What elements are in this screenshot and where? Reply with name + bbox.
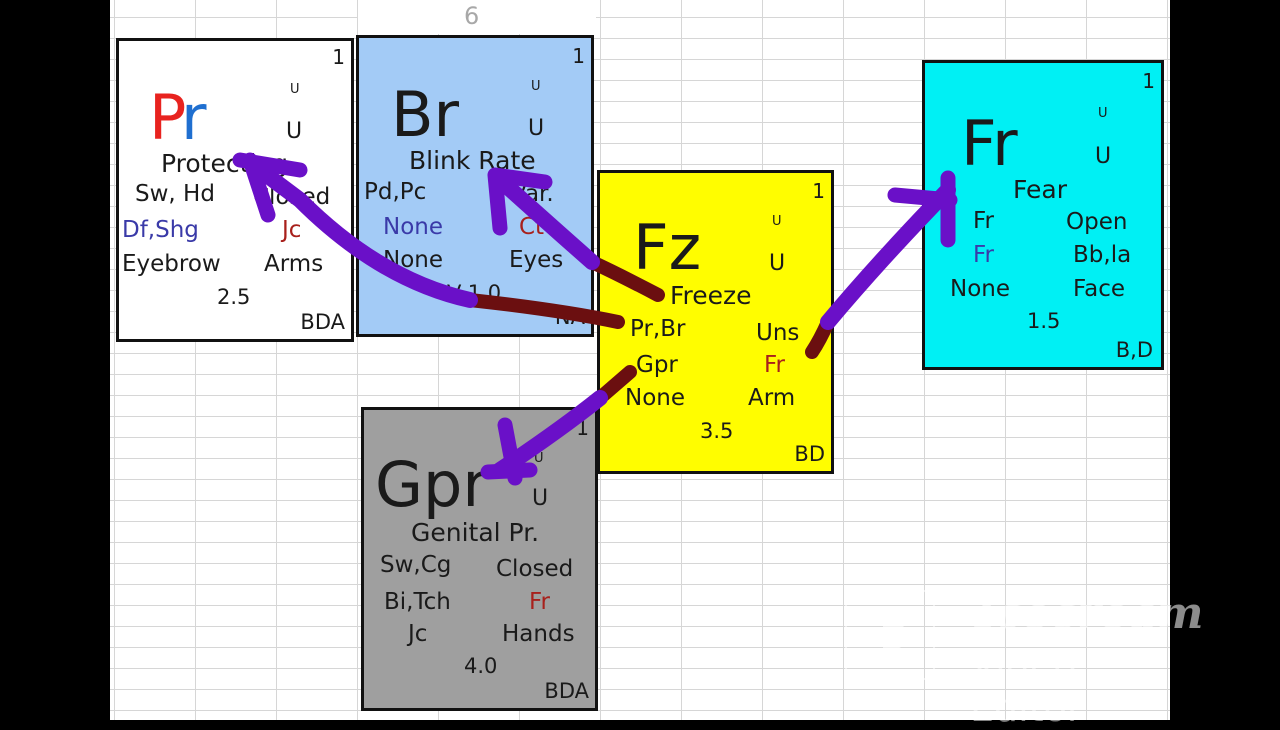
card-name: Genital Pr. xyxy=(411,518,540,547)
card-fear: 1 Fr U U Fear Fr Open Fr Bb,la None Face… xyxy=(922,60,1164,370)
card-small-u: U xyxy=(772,214,782,229)
card-footer: BDA xyxy=(300,310,345,334)
card-big-u: U xyxy=(1095,144,1112,169)
card-row2-right: Ct xyxy=(519,214,545,240)
card-big-u: U xyxy=(532,486,549,511)
card-row1-right: Closed xyxy=(496,556,574,582)
card-row1-left: Fr xyxy=(973,208,995,234)
play-icon xyxy=(845,590,935,680)
card-row3-right: Face xyxy=(1073,276,1126,302)
card-row1-right: Uns xyxy=(756,320,800,346)
card-symbol-p: P xyxy=(149,81,187,154)
card-name: Freeze xyxy=(670,281,752,310)
watermark-brand: Icecream xyxy=(975,588,1204,639)
card-small-u: U xyxy=(534,451,544,466)
card-footer: NA xyxy=(554,305,585,329)
card-row1-right: Var. xyxy=(511,181,554,207)
card-symbol: Gpr xyxy=(375,448,488,521)
card-row2-left: None xyxy=(383,214,444,240)
card-row3-left: Jc xyxy=(408,621,428,647)
column-header xyxy=(358,0,596,34)
card-footer: BDA xyxy=(544,679,589,703)
card-big-u: U xyxy=(769,251,786,276)
card-index: 1 xyxy=(332,45,345,69)
column-number: 6 xyxy=(464,2,480,30)
card-row2-left: Gpr xyxy=(636,352,678,378)
card-name: Protecting xyxy=(161,149,289,178)
card-row2-left: Fr xyxy=(973,242,995,268)
card-value: 2.5 xyxy=(217,285,251,309)
card-row3-right: Arm xyxy=(748,385,796,411)
card-name: Fear xyxy=(1013,175,1067,204)
card-row3-right: Arms xyxy=(264,251,324,277)
card-symbol: Fz xyxy=(633,211,702,284)
card-symbol: Fr xyxy=(961,107,1018,180)
card-row3-left: Eyebrow xyxy=(122,251,221,277)
card-index: 1 xyxy=(576,416,589,440)
card-row3-left: None xyxy=(950,276,1011,302)
card-symbol: Br xyxy=(391,78,460,151)
card-row3-left: None xyxy=(625,385,686,411)
watermark: Icecream Video Editor xyxy=(845,588,1203,730)
card-blink-rate: 1 Br U U Blink Rate Pd,Pc Var. None Ct N… xyxy=(356,35,594,337)
card-index: 1 xyxy=(572,44,585,68)
card-row2-right: Fr xyxy=(529,589,551,615)
card-row1-right: Open xyxy=(1066,209,1128,235)
card-row3-right: Hands xyxy=(502,621,575,647)
card-row2-right: Jc xyxy=(282,217,302,243)
card-row2-right: Bb,la xyxy=(1073,242,1132,268)
card-big-u: U xyxy=(286,119,303,144)
card-row2-right: Fr xyxy=(764,352,786,378)
card-row3-left: None xyxy=(383,247,444,273)
card-small-u: U xyxy=(290,82,300,97)
card-row1-left: Sw,Cg xyxy=(380,552,452,578)
card-footer: B,D xyxy=(1115,338,1153,362)
card-row1-left: Pr,Br xyxy=(630,316,686,342)
card-index: 1 xyxy=(1142,69,1155,93)
card-freeze: 1 Fz U U Freeze Pr,Br Uns Gpr Fr None Ar… xyxy=(597,170,834,474)
card-value: 3.5 xyxy=(700,419,734,443)
card-protecting: 1 P r U U Protecting Sw, Hd Closed Df,Sh… xyxy=(116,38,354,342)
card-value: V-1.0 xyxy=(447,281,502,305)
card-genital-pr: 1 Gpr U U Genital Pr. Sw,Cg Closed Bi,Tc… xyxy=(361,407,598,711)
card-value: 4.0 xyxy=(464,654,498,678)
card-name: Blink Rate xyxy=(409,146,536,175)
card-row2-left: Bi,Tch xyxy=(384,589,451,615)
card-row2-left: Df,Shg xyxy=(122,217,199,243)
card-row3-right: Eyes xyxy=(509,247,564,273)
card-index: 1 xyxy=(812,179,825,203)
card-small-u: U xyxy=(1098,106,1108,121)
card-row1-left: Pd,Pc xyxy=(364,179,427,205)
watermark-subtitle: Video Editor xyxy=(970,642,1083,730)
card-symbol-r: r xyxy=(181,81,207,154)
card-big-u: U xyxy=(528,116,545,141)
card-small-u: U xyxy=(531,79,541,94)
card-value: 1.5 xyxy=(1027,309,1061,333)
card-footer: BD xyxy=(794,442,825,466)
card-row1-right: Closed xyxy=(253,184,331,210)
card-row1-left: Sw, Hd xyxy=(135,181,215,207)
